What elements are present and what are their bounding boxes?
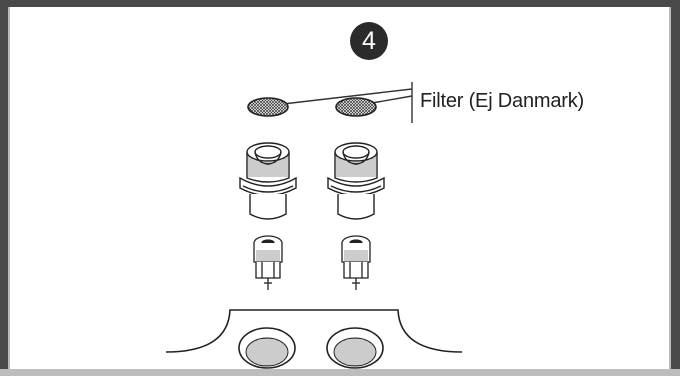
frame-left-edge	[0, 0, 8, 376]
frame-bottom-edge	[0, 369, 680, 376]
frame-right-inner	[669, 7, 671, 376]
check-valve-right	[341, 235, 371, 290]
top-border-bar	[0, 0, 680, 7]
filter-screen-left	[247, 97, 289, 117]
callout-leader-lines	[282, 82, 413, 123]
filter-screen-right	[335, 97, 377, 117]
threaded-nipple-left	[239, 142, 297, 220]
frame-right-edge	[671, 0, 680, 376]
check-valve-left	[253, 235, 283, 290]
frame-left-inner	[8, 7, 10, 376]
threaded-nipple-right	[327, 142, 385, 220]
inlet-port-left	[238, 327, 296, 369]
mixer-body-outline	[165, 309, 463, 353]
filter-callout-label: Filter (Ej Danmark)	[420, 90, 584, 112]
inlet-port-right	[326, 327, 384, 369]
step-number-badge: 4	[350, 22, 388, 60]
